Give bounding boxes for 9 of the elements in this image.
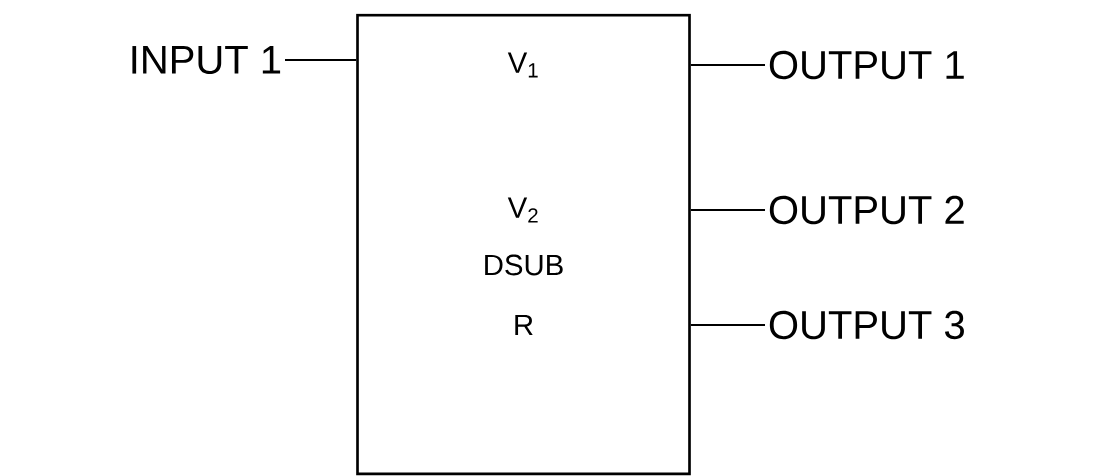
terminal-label: OUTPUT 1 xyxy=(769,50,964,80)
terminal-label: OUTPUT 3 xyxy=(769,310,964,340)
terminal-label: OUTPUT 2 xyxy=(769,195,964,225)
block-box: V$_{1}$ V$_{2}$ DSUB R xyxy=(356,13,691,476)
terminal-label: INPUT 1 xyxy=(132,46,281,74)
connector-line xyxy=(285,58,357,62)
connector-line xyxy=(690,323,765,327)
connector-line xyxy=(690,208,765,212)
connector-line xyxy=(690,63,765,67)
